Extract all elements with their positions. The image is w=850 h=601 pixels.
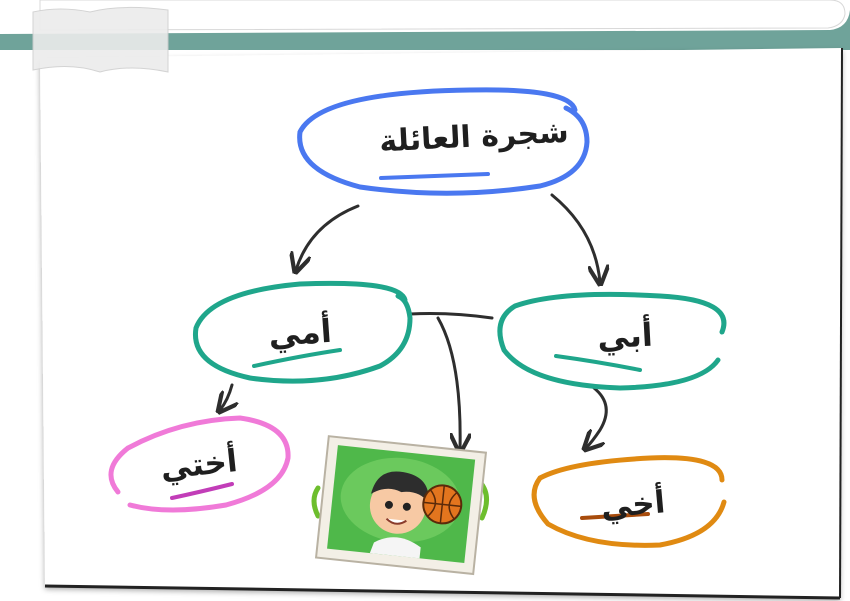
edge-to-me bbox=[436, 316, 460, 450]
mom-node bbox=[192, 280, 413, 384]
dad-label: أبي bbox=[596, 315, 654, 357]
photo-frame bbox=[314, 435, 488, 576]
edge-parents-join bbox=[408, 312, 494, 320]
edge-root-mom bbox=[296, 204, 360, 270]
basketball-icon bbox=[422, 484, 463, 525]
edges bbox=[220, 193, 608, 450]
edge-mom-sister bbox=[220, 383, 232, 410]
edge-dad-brother bbox=[586, 386, 608, 448]
dad-node bbox=[497, 291, 727, 391]
brother-label: أخي bbox=[599, 484, 667, 526]
brother-node bbox=[531, 455, 727, 548]
tape-decoration bbox=[32, 6, 169, 73]
edge-root-dad bbox=[550, 193, 600, 282]
boy-avatar bbox=[369, 471, 429, 559]
mom-label: أمي bbox=[267, 311, 333, 355]
me-node bbox=[311, 435, 489, 576]
sister-node bbox=[108, 415, 291, 513]
root-node bbox=[297, 87, 590, 196]
